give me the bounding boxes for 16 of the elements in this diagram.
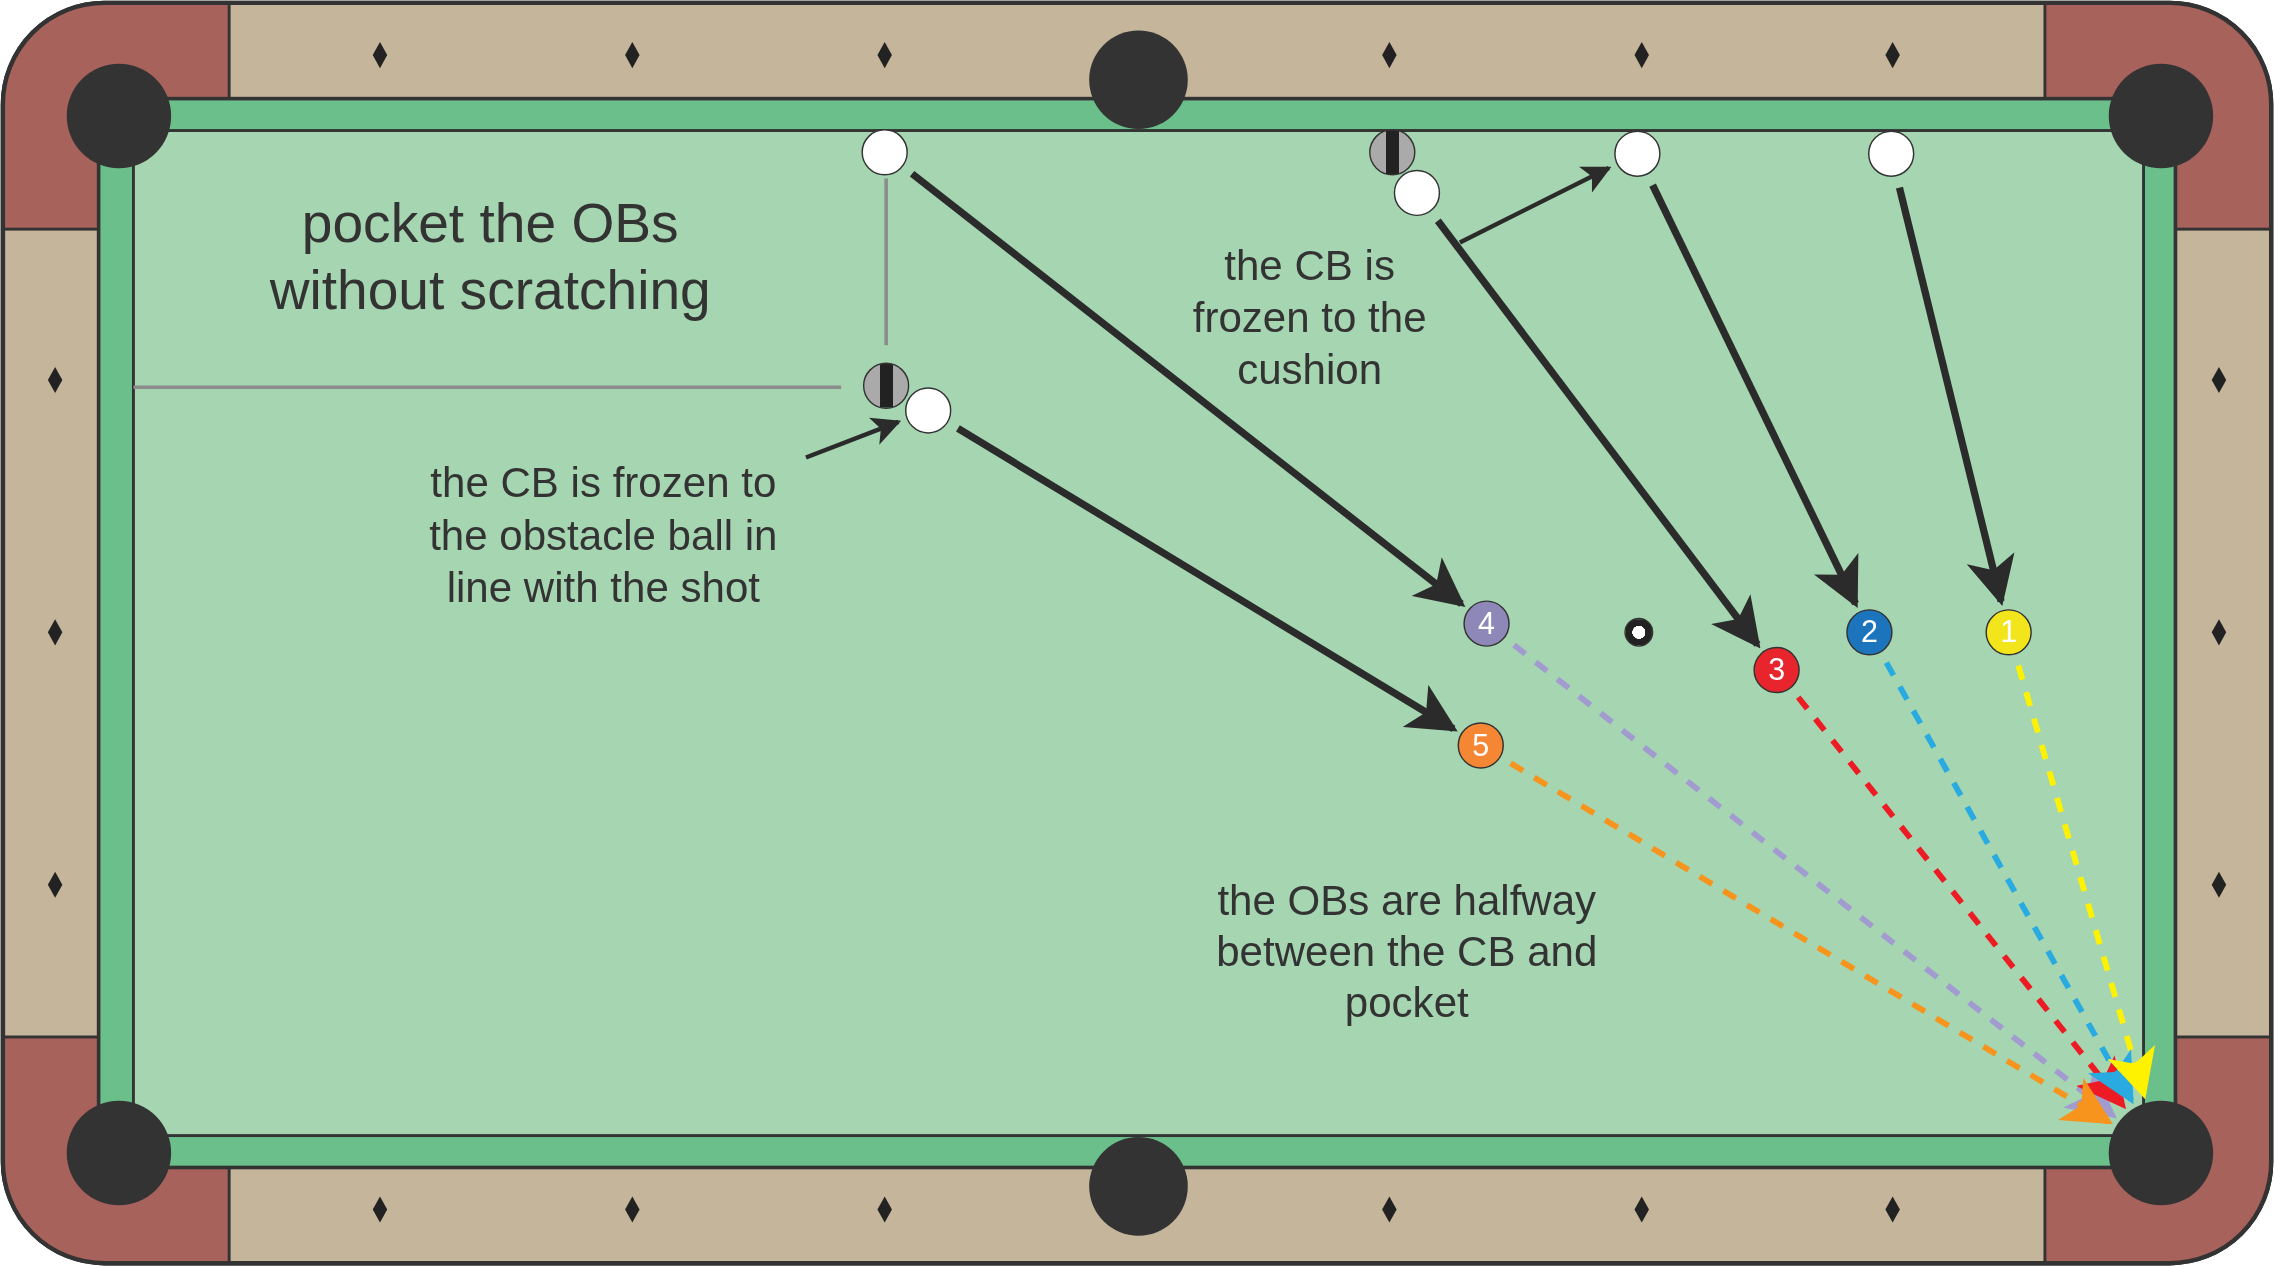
arrow: [1895, 186, 2015, 607]
callout-text: the CB is frozen to the obstacle ball in line with the shot: [406, 456, 801, 614]
leader-arrow: [805, 417, 902, 460]
arrow: [1883, 661, 2134, 1105]
arrow: [1649, 183, 1859, 609]
arrow: [1512, 642, 2117, 1119]
arrow: [956, 425, 1458, 733]
heading-text: pocket the OBs without scratching: [268, 191, 712, 323]
arrow: [1509, 760, 2113, 1125]
arrow: [2015, 664, 2156, 1100]
note-text: the OBs are halfway between the CB and pocket: [1215, 876, 1599, 1028]
leader-arrow: [1458, 166, 1612, 245]
arrow: [1434, 218, 1761, 649]
arrow: [1795, 695, 2126, 1110]
arrow: [909, 170, 1466, 607]
callout-text: the CB is frozen to the cushion: [1164, 239, 1455, 396]
